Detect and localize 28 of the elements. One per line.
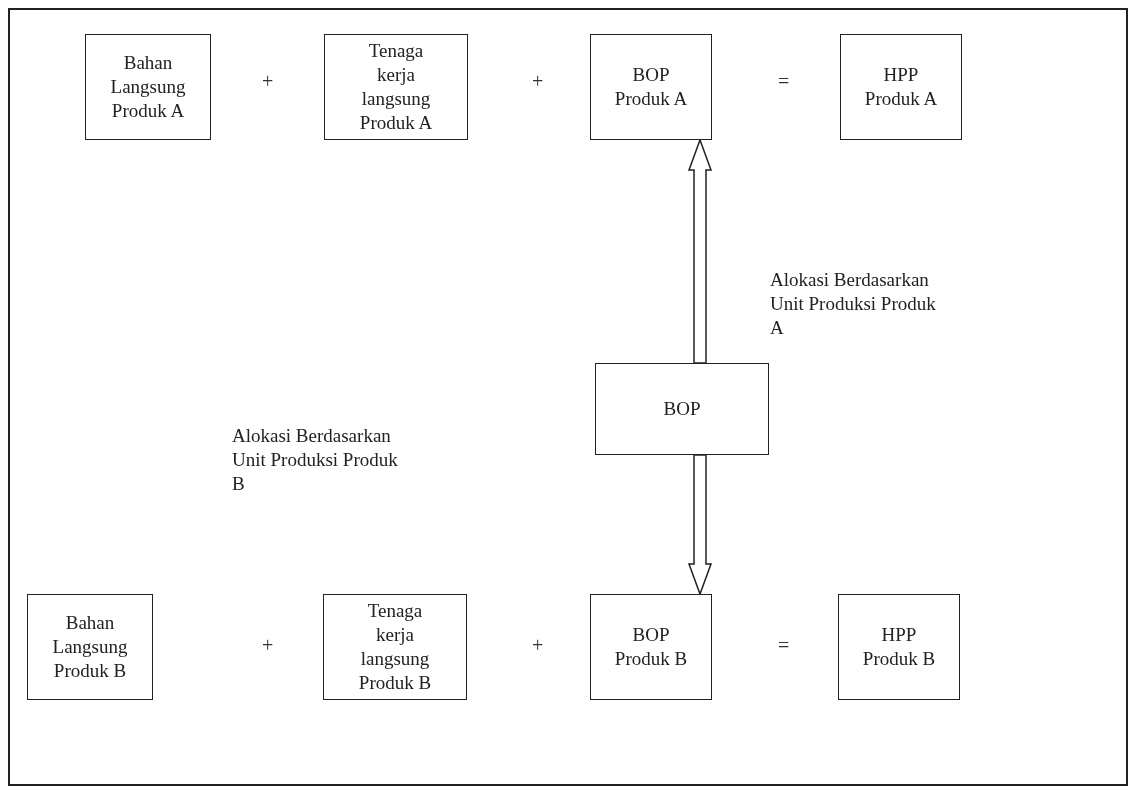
hollow-arrow	[687, 454, 713, 597]
cost-box	[590, 594, 712, 700]
operator-sign: =	[778, 70, 790, 93]
box-label: BOP	[663, 397, 701, 421]
edge-label: Alokasi Berdasarkan Unit Produksi Produk A	[770, 268, 937, 340]
cost-box	[324, 34, 468, 140]
allocation-note: Alokasi Berdasarkan Unit Produksi Produk B	[232, 424, 399, 496]
operator-sign: +	[532, 70, 544, 93]
box-label: BOP Produk B	[613, 623, 689, 671]
box-label: HPP Produk B	[861, 623, 937, 671]
operator-sign: +	[262, 70, 274, 93]
cost-box	[85, 34, 211, 140]
box-label: Tenaga kerja langsung Produk A	[358, 39, 434, 135]
cost-box	[840, 34, 962, 140]
box-label: Bahan Langsung Produk B	[51, 611, 129, 683]
cost-box	[590, 34, 712, 140]
cost-box	[323, 594, 467, 700]
operator-sign: +	[262, 634, 274, 657]
cost-box	[838, 594, 960, 700]
box-label: BOP Produk A	[613, 63, 689, 111]
cost-box	[595, 363, 769, 455]
hollow-arrow	[687, 137, 713, 364]
operator-sign: +	[532, 634, 544, 657]
cost-box	[27, 594, 153, 700]
box-label: Tenaga kerja langsung Produk B	[357, 599, 433, 695]
box-label: Bahan Langsung Produk A	[109, 51, 187, 123]
operator-sign: =	[778, 634, 790, 657]
box-label: HPP Produk A	[863, 63, 939, 111]
